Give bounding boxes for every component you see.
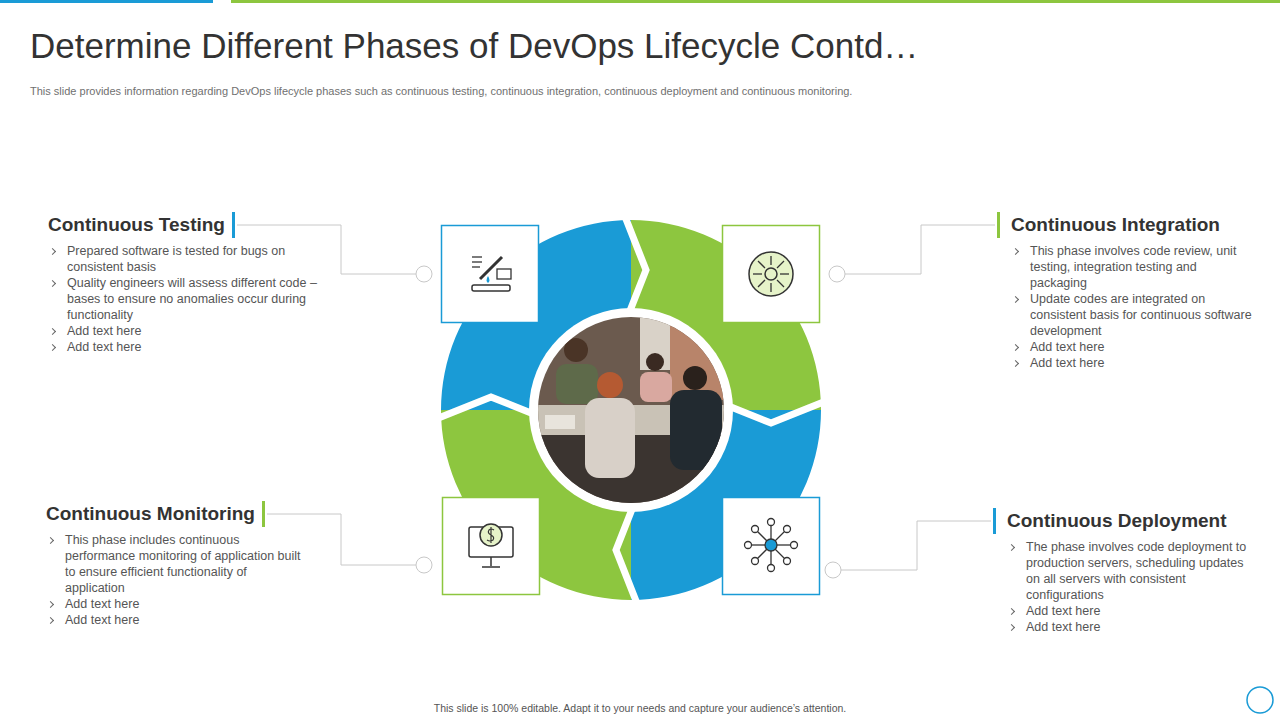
leader-dot	[416, 266, 432, 282]
bullet-text: This phase involves code review, unit te…	[1011, 243, 1252, 291]
phase-block: Continuous DeploymentThe phase involves …	[993, 508, 1248, 635]
bullet-text: Add text here	[1007, 603, 1248, 619]
top-bar	[231, 0, 1280, 3]
slide-subtitle: This slide provides information regardin…	[30, 85, 852, 97]
bullet-text: Add text here	[1011, 355, 1252, 371]
icon-box	[442, 226, 539, 323]
bullet-text: Add text here	[48, 339, 338, 355]
bullet-text: This phase includes continuous performan…	[46, 532, 308, 596]
bullet-text: Add text here	[1007, 619, 1248, 635]
leader-dot	[829, 266, 845, 282]
phase-heading: Continuous Deployment	[993, 508, 1227, 534]
bullet-list: This phase involves code review, unit te…	[1011, 243, 1252, 371]
leader-line	[841, 521, 991, 570]
cycle-ring	[436, 214, 826, 606]
bullet-text: The phase involves code deployment to pr…	[1007, 539, 1248, 603]
phase-block: Continuous IntegrationThis phase involve…	[997, 212, 1252, 371]
icon-box	[723, 226, 820, 323]
bullet-list: The phase involves code deployment to pr…	[1007, 539, 1248, 635]
bullet-list: This phase includes continuous performan…	[46, 532, 308, 628]
icon-box	[723, 498, 820, 595]
slide-title: Determine Different Phases of DevOps Lif…	[30, 26, 918, 66]
phase-block: Continuous TestingPrepared software is t…	[48, 212, 338, 355]
leader-dot	[825, 562, 841, 578]
bullet-text: Add text here	[46, 612, 308, 628]
phase-block: Continuous MonitoringThis phase includes…	[46, 501, 308, 628]
bullet-text: Prepared software is tested for bugs on …	[48, 243, 338, 275]
bullet-text: Update codes are integrated on consisten…	[1011, 291, 1252, 339]
bullet-list: Prepared software is tested for bugs on …	[48, 243, 338, 355]
bullet-text: Add text here	[1011, 339, 1252, 355]
bullet-text: Quality engineers will assess different …	[48, 275, 338, 323]
phase-heading: Continuous Monitoring	[46, 501, 265, 527]
leader-line	[845, 225, 995, 274]
meeting-photo	[530, 310, 740, 515]
phase-heading: Continuous Integration	[997, 212, 1220, 238]
bullet-text: Add text here	[48, 323, 338, 339]
bullet-text: Add text here	[46, 596, 308, 612]
top-bar	[0, 0, 213, 3]
slide-footer: This slide is 100% editable. Adapt it to…	[0, 702, 1280, 714]
leader-dot	[416, 557, 432, 573]
phase-heading: Continuous Testing	[48, 212, 235, 238]
icon-box	[443, 498, 540, 595]
corner-circle	[1247, 687, 1273, 713]
